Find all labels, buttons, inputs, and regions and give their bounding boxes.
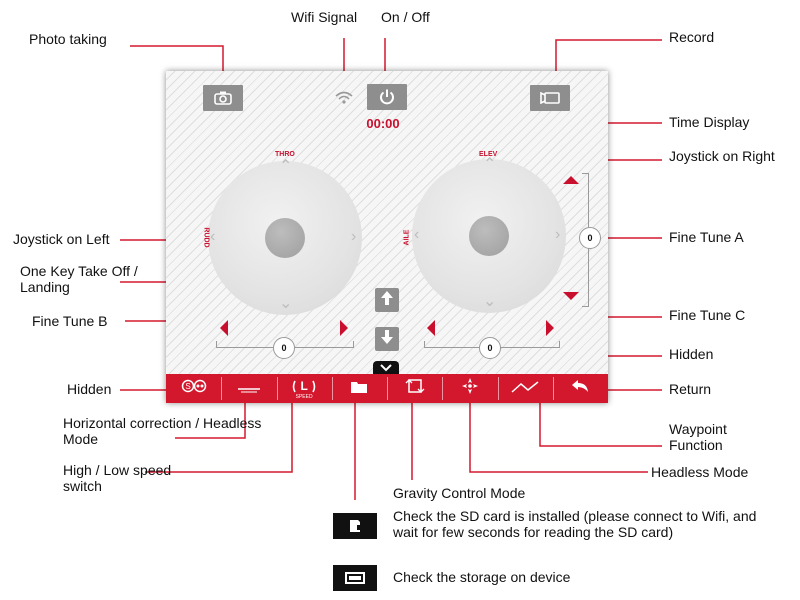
label-fine-tune-a: Fine Tune A [669,229,744,245]
chevron-down-icon: ⌄ [279,295,293,312]
return-button[interactable] [552,374,608,403]
folder-icon [351,380,368,398]
rudder-label: RUDD [202,227,210,248]
svg-text:S: S [185,382,190,391]
throttle-label: THRO [275,151,295,158]
label-joystick-right: Joystick on Right [669,148,775,164]
fine-tune-c-value[interactable]: 0 [479,337,501,359]
horizontal-correction-button[interactable] [221,374,276,403]
right-joystick-knob[interactable] [469,216,509,256]
chevron-left-icon: ‹ [210,228,216,245]
label-fine-tune-b: Fine Tune B [32,313,108,329]
fine-tune-a-value[interactable]: 0 [579,227,601,249]
hidden-toggle-button[interactable]: S [166,374,221,403]
camera-icon [214,91,232,105]
label-time-display: Time Display [669,114,750,130]
landing-button[interactable] [375,327,399,351]
sd-card-icon [333,513,377,539]
hidden-toggle-icon: S [181,379,207,398]
chevron-left-icon: ‹ [414,226,420,243]
fine-tune-b-right-button[interactable] [340,320,348,336]
label-sd-card: Check the SD card is installed (please c… [393,508,757,540]
power-icon [378,88,396,106]
drone-control-screen: 00:00 ⌃ ⌄ ‹ › THRO RUDD ⌃ ⌄ ‹ › ELEV AIL… [166,71,608,403]
label-on-off: On / Off [381,9,430,25]
elevator-label: ELEV [479,151,498,158]
label-wifi-signal: Wifi Signal [291,9,358,25]
arrow-up-icon [380,290,394,311]
takeoff-button[interactable] [375,288,399,312]
label-joystick-left: Joystick on Left [13,231,110,247]
label-one-key: One Key Take Off / Landing [20,263,138,295]
right-joystick-area[interactable]: ⌃ ⌄ ‹ › [412,156,566,313]
wifi-icon [334,90,354,109]
chevron-down-icon: ⌄ [483,293,497,310]
aileron-label: AILE [403,229,411,246]
fine-tune-a-down-button[interactable] [563,292,579,300]
headless-mode-button[interactable] [442,374,497,403]
fine-tune-c-right-button[interactable] [546,320,554,336]
label-photo-taking: Photo taking [29,31,107,47]
video-camera-icon [540,92,560,104]
chevron-up-icon: ⌃ [279,158,293,175]
label-storage: Check the storage on device [393,569,571,585]
fine-tune-b-value[interactable]: 0 [273,337,295,359]
hide-toolbar-button[interactable] [373,361,399,375]
arrow-down-icon [380,329,394,350]
chevron-up-icon: ⌃ [483,156,497,173]
label-hidden-right: Hidden [669,346,714,362]
label-headless-mode: Headless Mode [651,464,749,480]
photo-button[interactable] [203,85,243,111]
label-horizontal-correction: Horizontal correction / Headless Mode [63,415,262,447]
chevron-right-icon: › [555,226,561,243]
bottom-toolbar: S L SPEED [166,374,608,403]
power-button[interactable] [367,84,407,110]
speed-caption: SPEED [295,393,313,400]
label-return: Return [669,381,712,397]
label-fine-tune-c: Fine Tune C [669,307,746,323]
time-display: 00:00 [366,116,400,131]
waypoint-button[interactable] [497,374,553,403]
return-icon [571,379,589,398]
fine-tune-c-left-button[interactable] [427,320,435,336]
label-record: Record [669,29,715,45]
folder-button[interactable] [331,374,387,403]
storage-icon [333,565,377,591]
fine-tune-b-left-button[interactable] [220,320,228,336]
gravity-icon [405,377,425,400]
label-waypoint: Waypoint Function [669,421,727,453]
speed-switch-button[interactable]: L SPEED [276,374,332,403]
horizontal-correction-icon [237,380,260,398]
waypoint-icon [511,380,539,398]
gravity-control-button[interactable] [387,374,442,403]
label-gravity: Gravity Control Mode [393,485,526,501]
left-joystick-knob[interactable] [265,218,305,258]
chevron-down-icon [380,359,392,377]
left-joystick-area[interactable]: ⌃ ⌄ ‹ › [208,158,362,315]
record-button[interactable] [530,85,570,111]
label-high-low: High / Low speed switch [63,462,172,494]
label-hidden-left: Hidden [67,381,112,397]
fine-tune-a-up-button[interactable] [563,176,579,184]
speed-switch-icon: L SPEED [290,378,318,400]
speed-letter: L [300,378,308,393]
chevron-right-icon: › [351,228,357,245]
headless-icon [461,377,479,400]
